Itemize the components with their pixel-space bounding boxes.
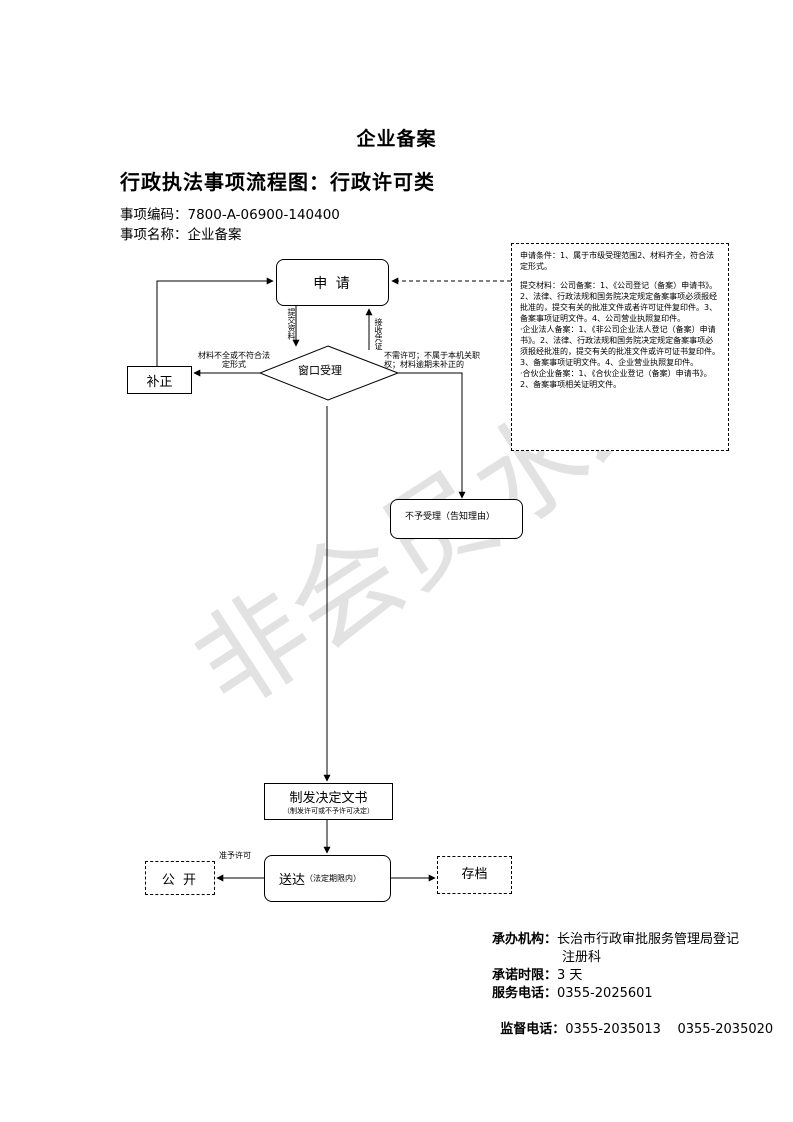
item-code-value: 7800-A-06900-140400 — [187, 207, 340, 223]
item-name: 事项名称：企业备案 — [120, 223, 242, 243]
cond-enterprise-legal: ·企业法人备案：1、《非公司企业法人登记（备案）申请书》。2、法律、行政法规和国… — [520, 325, 720, 367]
label-incomplete: 材料不全或不符合法定形式 — [198, 351, 270, 370]
conditions-panel: 申请条件：1、属于市级受理范围2、材料齐全，符合法定形式。 提交材料：公司备案：… — [511, 243, 729, 451]
footer-time: 承诺时限：3 天 — [492, 967, 582, 985]
label-approve: 准予许可 — [219, 851, 251, 860]
node-deliver-main: 送达 — [279, 873, 306, 888]
footer-supervise-value: 0355-2035013 0355-2035020 — [565, 1022, 774, 1037]
footer-time-label: 承诺时限： — [492, 968, 558, 983]
cond-partnership: ·合伙企业备案：1、《合伙企业登记（备案）申请书》。2、备案事项相关证明文件。 — [520, 369, 712, 389]
edge-resubmit — [156, 277, 274, 366]
page-title: 企业备案 — [356, 128, 437, 150]
label-receive: 接收凭证 — [374, 318, 383, 350]
footer-org-value: 长治市行政审批服务管理局登记 — [557, 932, 740, 947]
node-deliver: 送达 （法定期限内） — [264, 855, 391, 902]
node-decision: 制发决定文书 （制发许可或不予许可决定） — [264, 783, 393, 820]
edge-not-accept — [398, 372, 466, 499]
label-not-accept: 不需许可；不属于本机关职权；材料逾期未补正的 — [384, 351, 480, 370]
item-name-label: 事项名称： — [120, 227, 188, 243]
item-name-value: 企业备案 — [187, 227, 242, 243]
footer-org-2: 注册科 — [562, 950, 602, 965]
flowchart-title: 行政执法事项流程图：行政许可类 — [120, 170, 435, 194]
node-correct: 补正 — [127, 366, 192, 394]
node-reject: 不予受理（告知理由） — [390, 499, 523, 539]
cond-apply-conditions: 申请条件：1、属于市级受理范围2、材料齐全，符合法定形式。 — [520, 251, 715, 271]
footer-supervise: 监督电话：0355-2035013 0355-2035020 — [492, 1003, 773, 1039]
footer-service-value: 0355-2025601 — [557, 986, 653, 1001]
label-submit: 提交资料 — [287, 308, 296, 340]
footer-time-value: 3 天 — [557, 968, 583, 983]
footer-service-label: 服务电话： — [492, 986, 558, 1001]
item-code-label: 事项编码： — [120, 207, 188, 223]
footer-service: 服务电话：0355-2025601 — [492, 985, 653, 1003]
footer-org: 承办机构：长治市行政审批服务管理局登记 — [492, 931, 739, 949]
cond-materials: 提交材料：公司备案：1、《公司登记（备案）申请书》。2、法律、行政法规和国务院决… — [520, 281, 718, 323]
item-code: 事项编码：7800-A-06900-140400 — [120, 203, 340, 223]
footer-org-label: 承办机构： — [492, 932, 558, 947]
node-apply: 申 请 — [276, 259, 389, 306]
node-decision-sub: （制发许可或不予许可决定） — [283, 807, 374, 815]
node-publish: 公 开 — [145, 861, 215, 895]
node-decision-main: 制发决定文书 — [289, 791, 368, 806]
footer-supervise-label: 监督电话： — [500, 1022, 566, 1037]
node-window: 窗口受理 — [298, 364, 342, 377]
node-archive: 存档 — [437, 856, 512, 894]
node-deliver-sub: （法定期限内） — [305, 874, 362, 883]
node-window-shape — [258, 345, 400, 401]
